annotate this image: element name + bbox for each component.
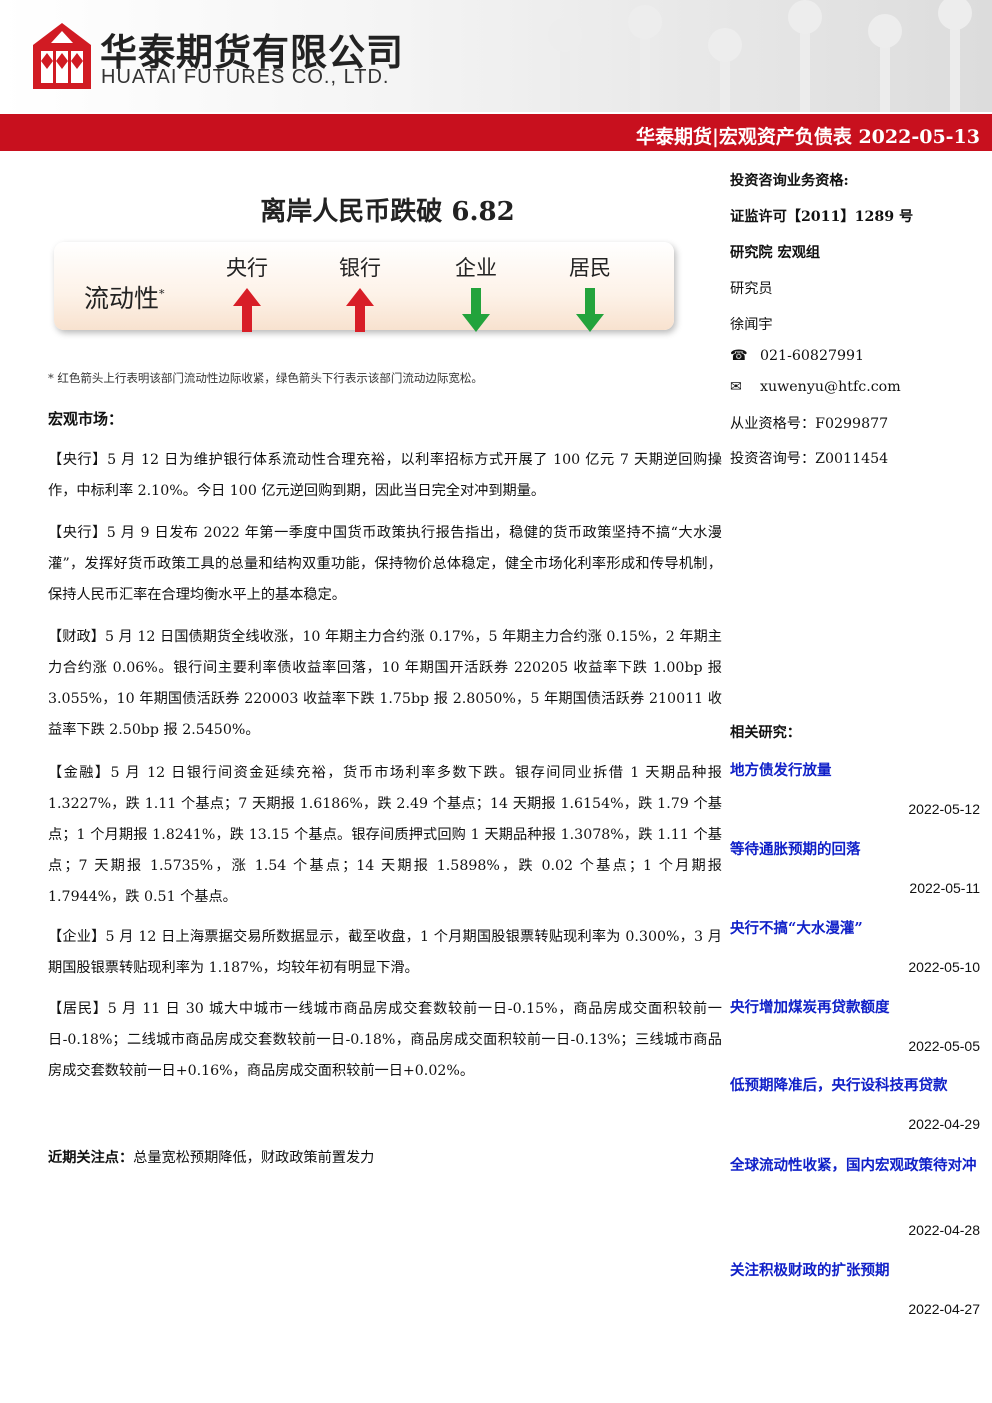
related-date: 2022-05-12 [908, 801, 980, 817]
sector-bank: 银行 [330, 252, 390, 332]
phone-icon: ☎ [730, 348, 748, 364]
focus-label: 近期关注点： [48, 1150, 134, 1166]
practice-number: 从业资格号：F0299877 [730, 416, 889, 432]
analyst-name: 徐闻宇 [730, 317, 773, 333]
liquidity-panel: 流动性* 央行 银行 企业 居民 [54, 242, 674, 332]
related-date: 2022-04-27 [908, 1301, 980, 1317]
email-address[interactable]: xuwenyu@htfc.com [760, 379, 901, 395]
qualification-label: 投资咨询业务资格: [730, 173, 849, 189]
sector-name: 企业 [455, 256, 497, 280]
related-link[interactable]: 低预期降准后，央行设科技再贷款 [730, 1077, 948, 1094]
company-name-en: HUATAI FUTURES CO., LTD. [101, 66, 390, 88]
related-link[interactable]: 关注积极财政的扩张预期 [730, 1262, 890, 1279]
paragraph-fiscal: 【财政】5 月 12 日国债期货全线收涨，10 年期主力合约涨 0.17%，5 … [48, 629, 722, 738]
report-header-bar: 华泰期货|宏观资产负债表 2022-05-13 [0, 114, 992, 151]
sector-resident: 居民 [560, 252, 620, 332]
liquidity-footnote: * 红色箭头上行表明该部门流动性边际收紧，绿色箭头下行表示该部门流动边际宽松。 [48, 371, 483, 385]
related-link[interactable]: 全球流动性收紧，国内宏观政策待对冲 [730, 1157, 977, 1174]
arrow-up-icon [233, 288, 261, 332]
related-link[interactable]: 地方债发行放量 [730, 762, 832, 779]
arrow-down-icon [576, 288, 604, 332]
phone-line: ☎ 021-60827991 [730, 348, 985, 364]
sector-enterprise: 企业 [446, 252, 506, 332]
email-line: ✉ xuwenyu@htfc.com [730, 379, 985, 395]
related-link[interactable]: 央行不搞“大水漫灌” [730, 920, 863, 937]
research-dept: 研究院 宏观组 [730, 245, 821, 261]
paragraph-central-bank-2: 【央行】5 月 9 日发布 2022 年第一季度中国货币政策执行报告指出，稳健的… [48, 525, 722, 603]
advisory-number: 投资咨询号：Z0011454 [730, 451, 889, 467]
focus-text: 总量宽松预期降低，财政政策前置发力 [133, 1150, 375, 1166]
related-date: 2022-05-10 [908, 959, 980, 975]
related-date: 2022-05-05 [908, 1038, 980, 1054]
section-title: 宏观市场： [48, 410, 124, 428]
related-research-title: 相关研究： [730, 725, 801, 741]
related-date: 2022-04-29 [908, 1116, 980, 1132]
report-header-text: 华泰期货|宏观资产负债表 2022-05-13 [635, 126, 980, 148]
company-name-cn: 华泰期货有限公司 [100, 31, 404, 74]
paragraph-central-bank-1: 【央行】5 月 12 日为维护银行体系流动性合理充裕，以利率招标方式开展了 10… [48, 452, 722, 499]
sector-name: 央行 [226, 256, 268, 280]
related-date: 2022-04-28 [908, 1222, 980, 1238]
arrow-up-icon [346, 288, 374, 332]
related-link[interactable]: 央行增加煤炭再贷款额度 [730, 999, 890, 1016]
envelope-icon: ✉ [730, 379, 742, 395]
recent-focus: 近期关注点：总量宽松预期降低，财政政策前置发力 [48, 1147, 374, 1167]
sector-central-bank: 央行 [217, 252, 277, 332]
phone-number: 021-60827991 [760, 348, 865, 364]
related-link[interactable]: 等待通胀预期的回落 [730, 841, 861, 858]
liquidity-label: 流动性* [84, 284, 165, 313]
sector-name: 银行 [339, 256, 381, 280]
sector-name: 居民 [569, 256, 611, 280]
related-date: 2022-05-11 [909, 880, 980, 896]
paragraph-financial: 【金融】5 月 12 日银行间资金延续充裕，货币市场利率多数下跌。银存间同业拆借… [48, 765, 722, 905]
report-title: 离岸人民币跌破 6.82 [260, 197, 515, 227]
arrow-down-icon [462, 288, 490, 332]
license-number: 证监许可【2011】1289 号 [730, 209, 914, 225]
company-logo-icon [33, 23, 91, 89]
paragraph-enterprise: 【企业】5 月 12 日上海票据交易所数据显示，截至收盘，1 个月期国股银票转贴… [48, 929, 722, 976]
header-banner [0, 0, 992, 112]
paragraph-resident: 【居民】5 月 11 日 30 城大中城市一线城市商品房成交套数较前一日-0.1… [48, 1001, 722, 1079]
analyst-role: 研究员 [730, 281, 773, 297]
